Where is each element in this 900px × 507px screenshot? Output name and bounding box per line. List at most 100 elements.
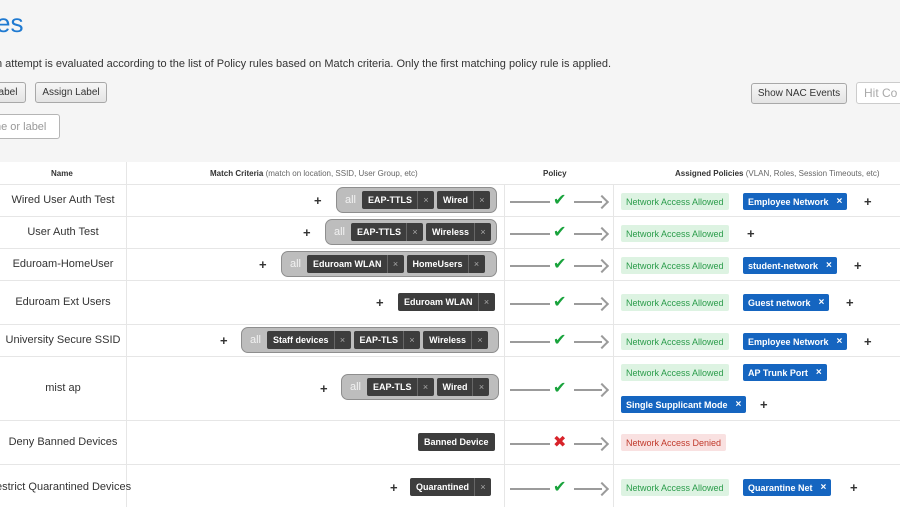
rule-name[interactable]: University Secure SSID [5,334,121,346]
check-icon: ✔ [553,256,567,273]
assigned-policy[interactable]: Network Access Allowed [621,257,729,274]
match-tag: EAP-TTLS× [362,191,435,209]
assigned-policy[interactable]: Network Access Allowed [621,294,729,311]
remove-tag-icon[interactable]: × [472,191,490,209]
policy-arrow: ✔ [510,294,610,312]
assigned-policy[interactable]: Guest network× [743,294,830,311]
add-policy-icon[interactable]: + [747,226,755,241]
remove-policy-icon[interactable]: × [826,260,832,271]
remove-tag-icon[interactable]: × [416,378,434,396]
match-group: all EAP-TTLS× Wired× [336,187,497,213]
add-policy-icon[interactable]: + [850,480,858,495]
add-policy-icon[interactable]: + [864,194,872,209]
match-tag: HomeUsers× [406,255,485,273]
table-row[interactable]: Wired User Auth Test + all EAP-TTLS× Wir… [0,184,900,216]
assigned-policy[interactable]: Single Supplicant Mode× [621,396,747,413]
policy-arrow: ✔ [510,479,610,497]
assigned-policy[interactable]: student-network× [743,257,837,274]
assign-label-button[interactable]: Assign Label [35,82,107,103]
add-match-icon[interactable]: + [314,193,322,208]
table-header: Name Match Criteria (match on location, … [0,162,900,184]
remove-tag-icon[interactable]: × [333,331,351,349]
match-tag: Staff devices× [267,331,351,349]
match-group: all Eduroam WLAN× HomeUsers× [281,251,497,277]
match-tag: Eduroam WLAN× [307,255,404,273]
assigned-policy[interactable]: Employee Network× [743,333,848,350]
match-tag: Wireless× [423,331,489,349]
remove-policy-icon[interactable]: × [820,482,827,493]
label-button[interactable]: abel [0,82,26,103]
match-tag: Eduroam WLAN× [398,293,495,311]
match-tag: EAP-TLS× [353,331,421,349]
policy-arrow: ✔ [510,224,610,242]
rule-name[interactable]: User Auth Test [27,226,99,238]
rules-table: Name Match Criteria (match on location, … [0,162,900,507]
rule-name[interactable]: Eduroam-HomeUser [12,258,114,270]
table-row[interactable]: estrict Quarantined Devices + Quarantine… [0,464,900,507]
check-icon: ✔ [553,380,567,397]
header-assigned: Assigned Policies (VLAN, Roles, Session … [675,169,880,178]
check-icon: ✔ [553,479,567,496]
rule-name[interactable]: Wired User Auth Test [11,194,115,206]
add-match-icon[interactable]: + [303,225,311,240]
remove-tag-icon[interactable]: × [467,255,485,273]
remove-tag-icon[interactable]: × [386,255,404,273]
rule-name[interactable]: Eduroam Ext Users [15,296,111,308]
match-tag: EAP-TLS× [367,378,434,396]
table-row[interactable]: Deny Banned Devices Banned Device ✖ Netw… [0,420,900,464]
remove-policy-icon[interactable]: × [836,336,843,347]
assigned-policy[interactable]: Network Access Allowed [621,364,729,381]
assigned-policy[interactable]: Network Access Allowed [621,193,729,210]
add-policy-icon[interactable]: + [854,258,862,273]
search-input[interactable]: ne or label [0,114,60,139]
add-match-icon[interactable]: + [220,333,228,348]
remove-policy-icon[interactable]: × [836,196,843,207]
remove-policy-icon[interactable]: × [815,367,822,378]
add-policy-icon[interactable]: + [760,397,768,412]
remove-tag-icon[interactable]: × [474,478,491,496]
page-description: n attempt is evaluated according to the … [0,58,612,70]
policy-arrow: ✔ [510,332,610,350]
add-match-icon[interactable]: + [259,257,267,272]
rule-name[interactable]: mist ap [45,382,81,394]
rule-name[interactable]: estrict Quarantined Devices [0,481,132,493]
remove-tag-icon[interactable]: × [473,223,491,241]
assigned-policy[interactable]: Quarantine Net× [743,479,832,496]
header-policy: Policy [543,169,567,178]
assigned-policy[interactable]: AP Trunk Port× [743,364,827,381]
deny-x-icon: ✖ [553,434,567,451]
assigned-policy[interactable]: Network Access Allowed [621,479,729,496]
remove-tag-icon[interactable]: × [403,331,420,349]
match-group: all Staff devices× EAP-TLS× Wireless× [241,327,499,353]
table-row[interactable]: University Secure SSID + all Staff devic… [0,324,900,356]
remove-tag-icon[interactable]: × [471,331,488,349]
match-tag: Wireless× [426,223,491,241]
add-policy-icon[interactable]: + [864,334,872,349]
policy-arrow: ✔ [510,192,610,210]
remove-tag-icon[interactable]: × [472,378,489,396]
remove-tag-icon[interactable]: × [477,293,495,311]
remove-policy-icon[interactable]: × [818,297,825,308]
remove-tag-icon[interactable]: × [417,191,434,209]
table-row[interactable]: Eduroam Ext Users + Eduroam WLAN× ✔ Netw… [0,280,900,324]
table-row[interactable]: mist ap + all EAP-TLS× Wired× ✔ Network … [0,356,900,420]
table-row[interactable]: Eduroam-HomeUser + all Eduroam WLAN× Hom… [0,248,900,280]
assigned-policy[interactable]: Employee Network× [743,193,848,210]
hit-count-button[interactable]: Hit Co [856,82,900,104]
assigned-policy[interactable]: Network Access Denied [621,434,727,451]
add-match-icon[interactable]: + [390,480,398,495]
match-tag: Wired× [437,191,490,209]
add-policy-icon[interactable]: + [846,295,854,310]
remove-policy-icon[interactable]: × [735,399,742,410]
show-nac-events-button[interactable]: Show NAC Events [751,83,847,104]
match-group: all EAP-TLS× Wired× [341,374,499,400]
assigned-policy[interactable]: Network Access Allowed [621,333,729,350]
check-icon: ✔ [553,224,567,241]
header-name: Name [51,169,73,178]
remove-tag-icon[interactable]: × [406,223,423,241]
table-row[interactable]: User Auth Test + all EAP-TTLS× Wireless×… [0,216,900,248]
add-match-icon[interactable]: + [320,381,328,396]
rule-name[interactable]: Deny Banned Devices [8,436,118,448]
add-match-icon[interactable]: + [376,295,384,310]
assigned-policy[interactable]: Network Access Allowed [621,225,729,242]
